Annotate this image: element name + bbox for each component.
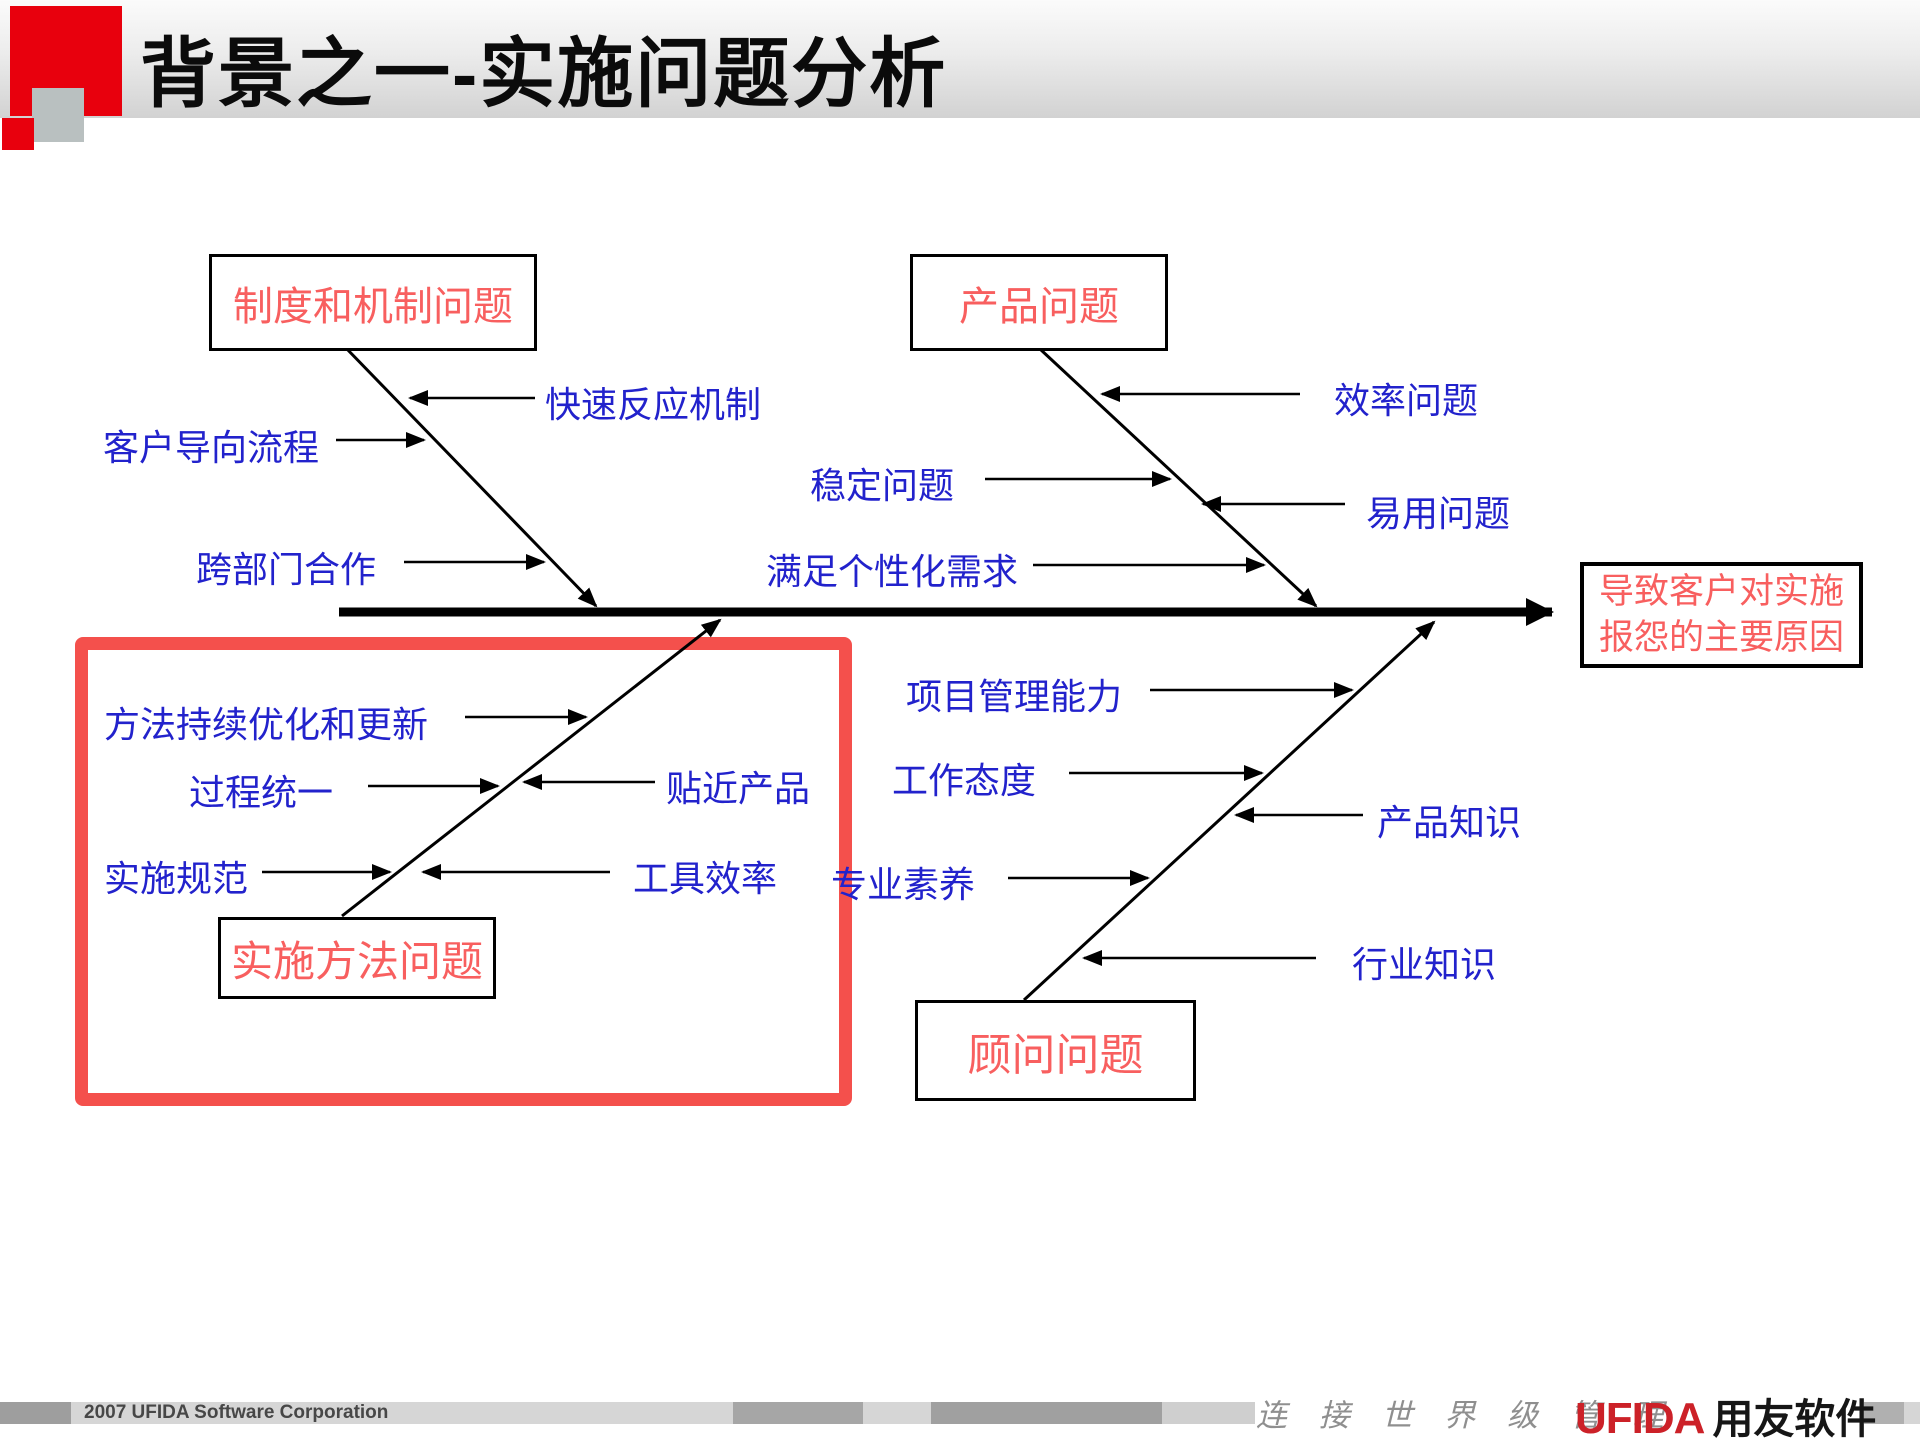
category-label-institution: 制度和机制问题 bbox=[233, 283, 513, 329]
footer-copyright: 2007 UFIDA Software Corporation bbox=[84, 1402, 389, 1423]
cause-professionalism: 专业素养 bbox=[831, 865, 976, 905]
category-box-institution: 制度和机制问题 bbox=[209, 254, 537, 351]
cause-close-to-product: 贴近产品 bbox=[666, 769, 811, 809]
category-label-consultant: 顾问问题 bbox=[967, 1030, 1144, 1080]
footer-segment bbox=[1162, 1402, 1255, 1424]
cause-customer-oriented-process: 客户导向流程 bbox=[103, 428, 320, 468]
page-title: 背景之一-实施问题分析 bbox=[140, 32, 948, 117]
cause-efficiency: 效率问题 bbox=[1334, 381, 1479, 421]
cause-process-unification: 过程统一 bbox=[189, 773, 334, 813]
ufida-logo-cn: 用友软件 bbox=[1712, 1396, 1877, 1442]
footer-segment bbox=[1904, 1402, 1920, 1424]
brand-logo-gray-square bbox=[32, 88, 84, 142]
highlight-rectangle-implementation-method bbox=[75, 637, 852, 1106]
footer-segment bbox=[71, 1402, 733, 1424]
footer-segment bbox=[863, 1402, 931, 1424]
cause-rapid-response: 快速反应机制 bbox=[545, 385, 762, 425]
cause-method-optimization: 方法持续优化和更新 bbox=[104, 705, 429, 745]
category-box-method: 实施方法问题 bbox=[218, 917, 496, 999]
cause-implementation-standard: 实施规范 bbox=[104, 859, 249, 899]
footer-slogan: 连 接 世 界 级 管 理 bbox=[1256, 1398, 1676, 1433]
category-label-method: 实施方法问题 bbox=[230, 939, 483, 986]
cause-industry-knowledge: 行业知识 bbox=[1352, 945, 1497, 985]
cause-personalization: 满足个性化需求 bbox=[766, 552, 1019, 592]
cause-usability: 易用问题 bbox=[1366, 494, 1511, 534]
effect-line-2: 报怨的主要原因 bbox=[1598, 618, 1844, 657]
footer-segment bbox=[931, 1402, 1162, 1424]
effect-box: 导致客户对实施 报怨的主要原因 bbox=[1580, 562, 1863, 668]
cause-tool-efficiency: 工具效率 bbox=[633, 859, 778, 899]
category-box-consultant: 顾问问题 bbox=[915, 1000, 1196, 1101]
footer-segment bbox=[733, 1402, 863, 1424]
category-box-product: 产品问题 bbox=[910, 254, 1168, 351]
cause-cross-department: 跨部门合作 bbox=[196, 550, 377, 590]
cause-product-knowledge: 产品知识 bbox=[1377, 803, 1522, 843]
title-bar bbox=[0, 0, 1920, 118]
footer-segment bbox=[0, 1402, 71, 1424]
cause-project-management: 项目管理能力 bbox=[906, 677, 1123, 717]
category-label-product: 产品问题 bbox=[959, 283, 1119, 329]
cause-work-attitude: 工作态度 bbox=[892, 761, 1037, 801]
cause-stability: 稳定问题 bbox=[810, 466, 955, 506]
ufida-logo-en: UFIDA bbox=[1575, 1394, 1705, 1443]
effect-line-1: 导致客户对实施 bbox=[1598, 571, 1844, 611]
brand-logo-small-red-square bbox=[2, 118, 34, 150]
footer-segment bbox=[1864, 1402, 1904, 1424]
